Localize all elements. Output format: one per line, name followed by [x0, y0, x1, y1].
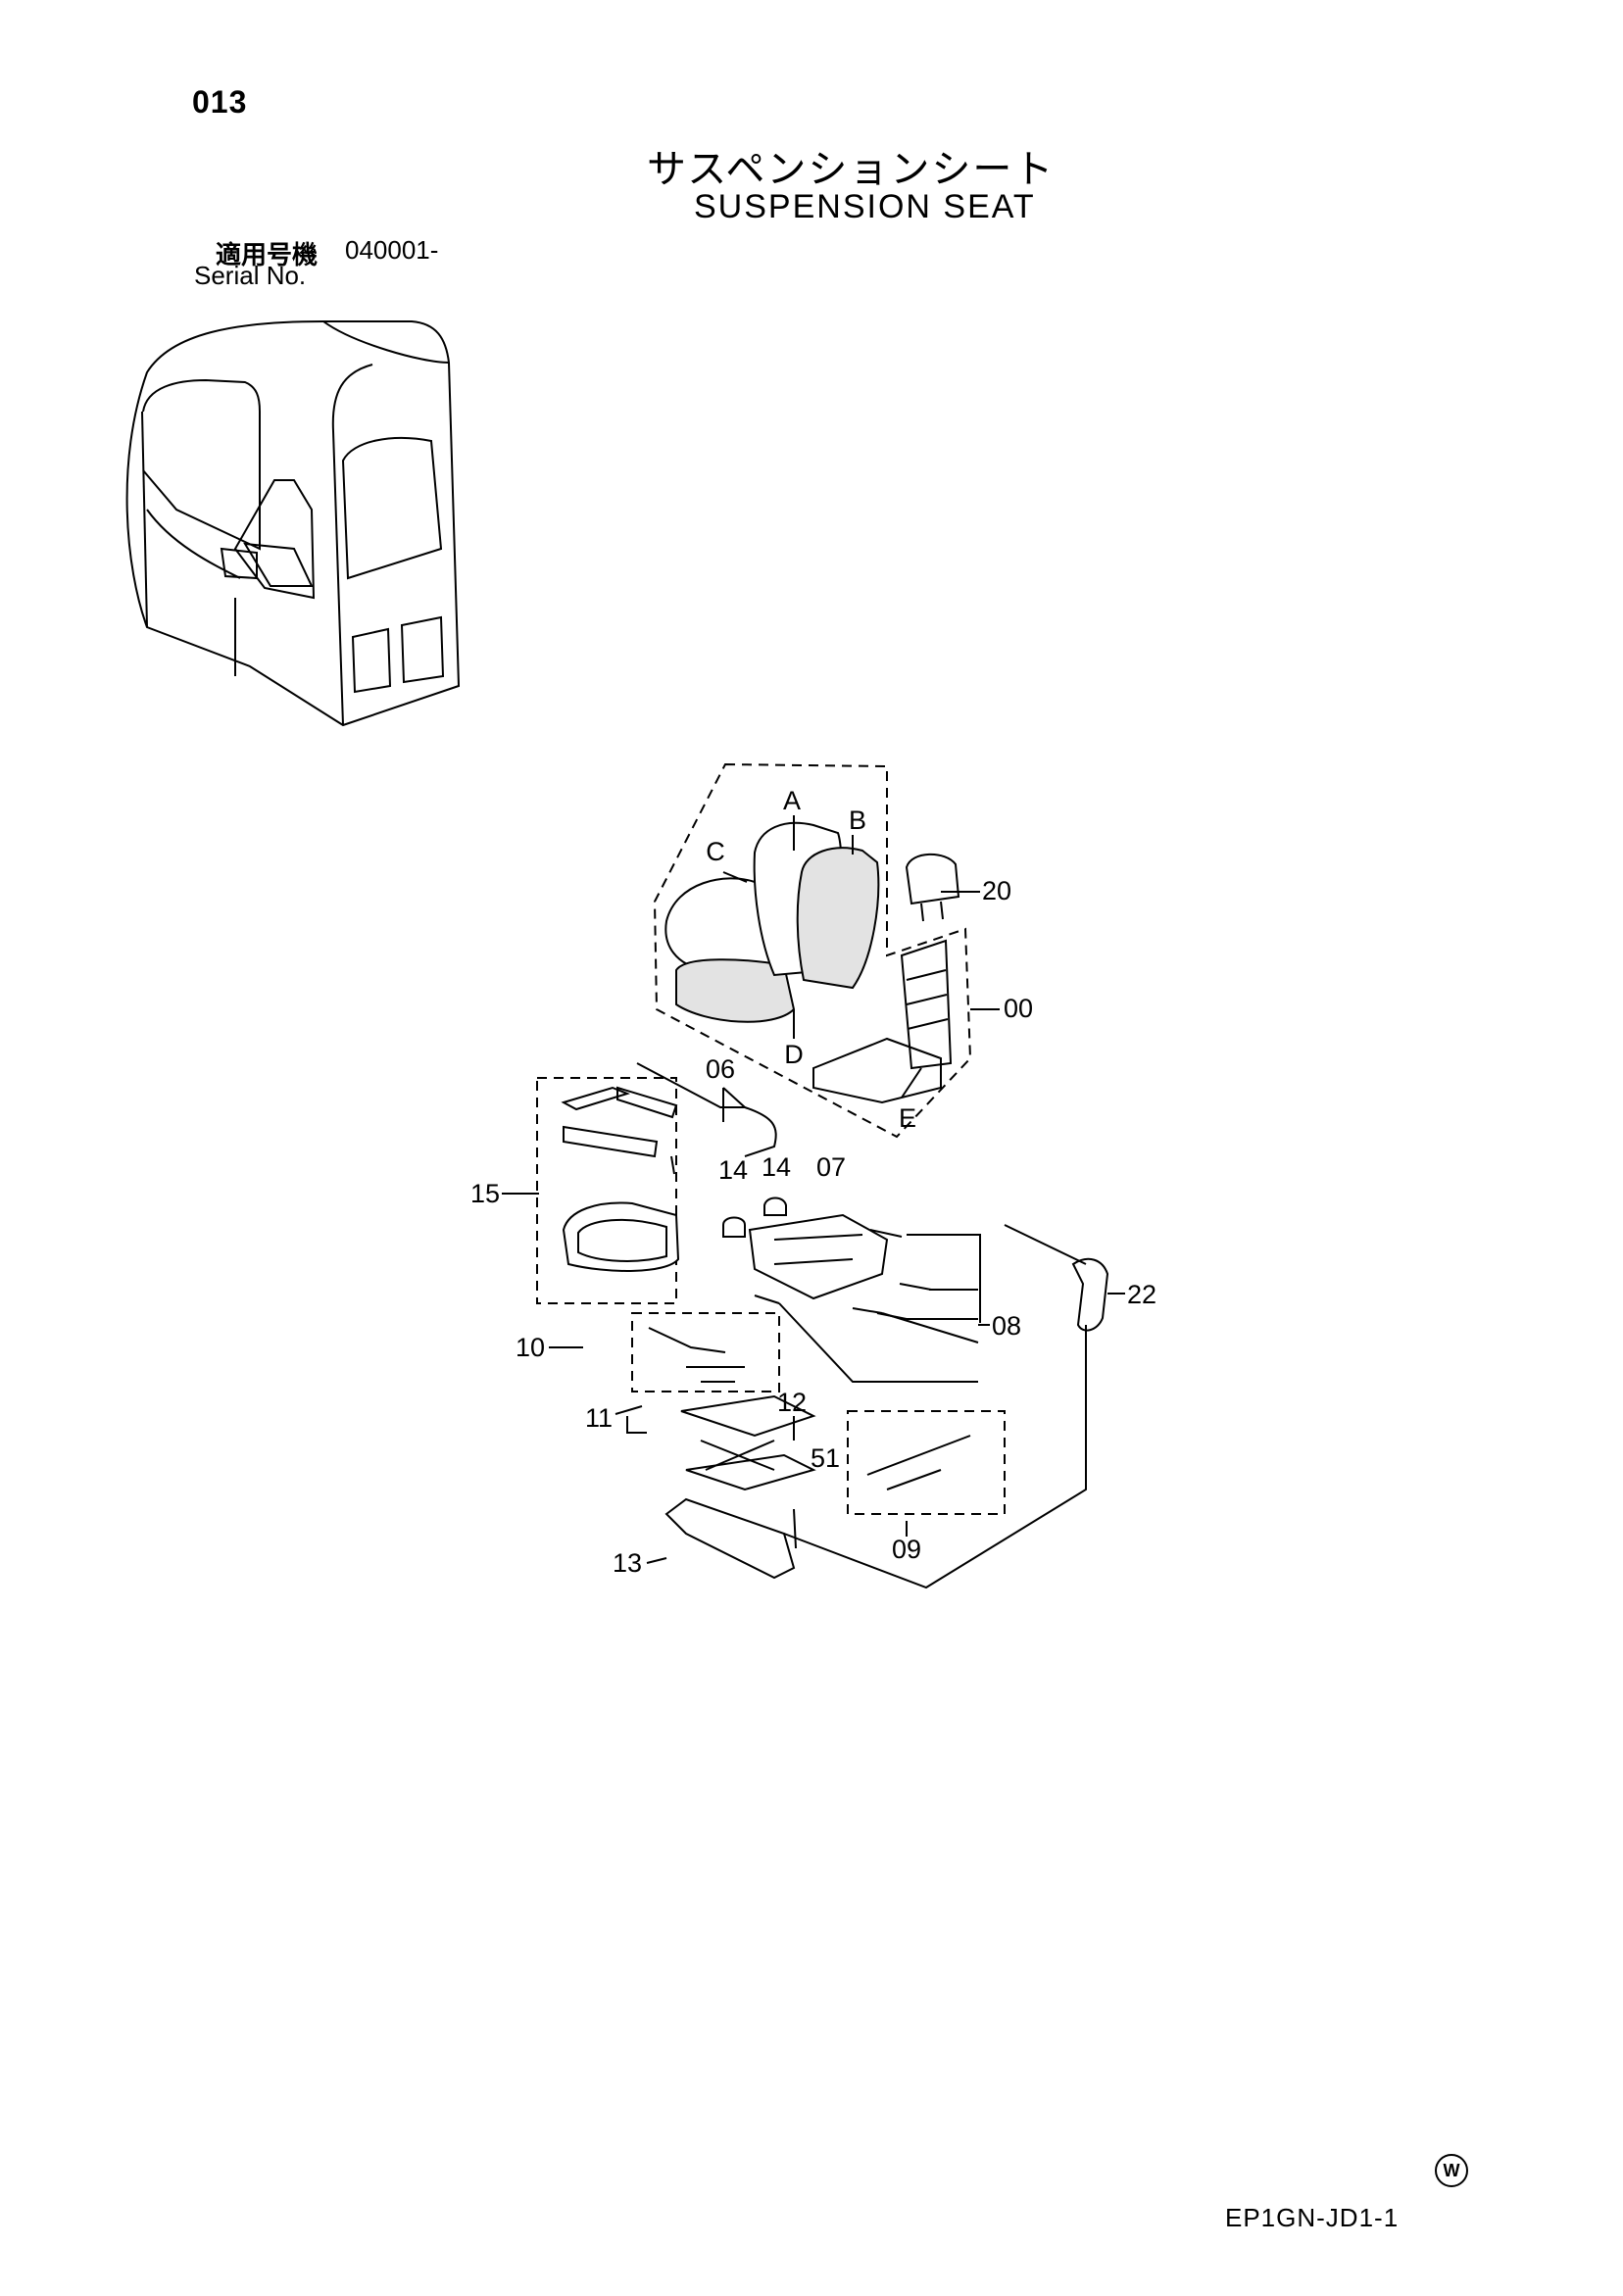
callout-E: E — [899, 1103, 916, 1133]
callout-00: 00 — [1004, 994, 1033, 1023]
page-title-japanese: サスペンションシート — [647, 148, 1056, 191]
callout-12: 12 — [777, 1388, 807, 1417]
document-code: EP1GN-JD1-1 — [1225, 2203, 1400, 2232]
callout-14b: 14 — [762, 1152, 791, 1182]
callout-06: 06 — [706, 1054, 735, 1084]
w-circle-mark: W — [1435, 2154, 1468, 2187]
callout-B: B — [849, 806, 866, 835]
callout-10: 10 — [516, 1333, 545, 1362]
leader-lines — [502, 815, 1125, 1589]
seat-assembly-group — [653, 762, 972, 1139]
callout-A: A — [783, 786, 801, 815]
callout-13: 13 — [613, 1548, 642, 1578]
callout-20: 20 — [982, 876, 1011, 905]
callout-07: 07 — [816, 1152, 846, 1182]
parts-group-10 — [631, 1312, 780, 1392]
page-title-english: SUSPENSION SEAT — [694, 188, 1036, 225]
lever-part — [636, 1062, 777, 1157]
cab-illustration — [125, 320, 461, 727]
callout-C: C — [706, 837, 725, 866]
callout-08: 08 — [992, 1311, 1021, 1341]
callout-09: 09 — [892, 1535, 921, 1564]
callout-15: 15 — [470, 1179, 500, 1208]
slide-rail-group — [536, 1077, 680, 1304]
cab-side-number-box-0 — [351, 627, 392, 694]
serial-label-english: Serial No. — [194, 261, 307, 290]
suspension-mechanism — [680, 1394, 816, 1491]
callout-22: 22 — [1127, 1280, 1156, 1309]
callout-51: 51 — [811, 1443, 840, 1473]
serial-number-value: 040001- — [345, 235, 439, 265]
page-number: 013 — [192, 84, 248, 120]
suspension-base — [722, 1197, 889, 1300]
parts-group-09 — [847, 1410, 1006, 1515]
bracket-part — [1071, 1257, 1109, 1332]
callout-11: 11 — [585, 1403, 613, 1433]
serial-label-japanese: 適用号機 — [216, 240, 319, 269]
handle-part — [664, 1497, 796, 1580]
callout-14a: 14 — [718, 1155, 748, 1185]
cab-side-number-box-1 — [400, 615, 445, 684]
callout-D: D — [784, 1040, 804, 1069]
